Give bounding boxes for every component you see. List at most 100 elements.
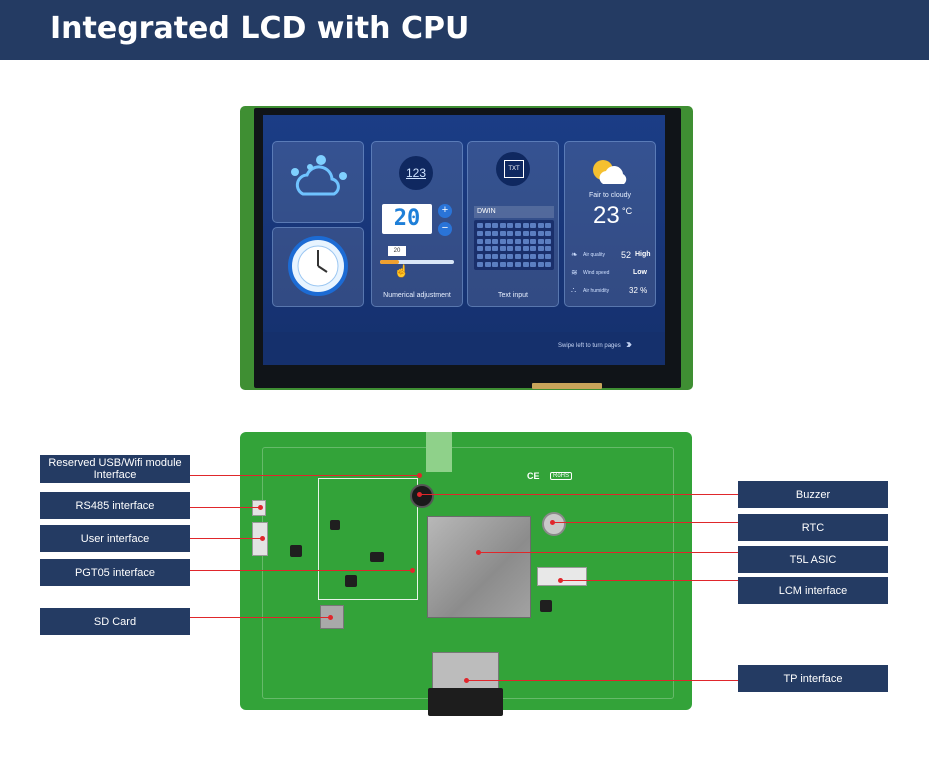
decrement-button[interactable]: − — [438, 222, 452, 236]
keyboard-key[interactable] — [507, 223, 514, 228]
pgt05-callout: PGT05 interface — [40, 559, 190, 586]
keyboard-key[interactable] — [545, 254, 552, 260]
keyboard-key[interactable] — [515, 230, 521, 236]
pgt05-point — [410, 568, 415, 573]
keyboard-key[interactable] — [507, 262, 514, 267]
buzzer-callout: Buzzer — [738, 481, 888, 508]
keyboard-key[interactable] — [507, 254, 514, 260]
screen-footer — [263, 332, 665, 365]
keyboard-key[interactable] — [545, 223, 552, 228]
txt-badge: TXT — [504, 160, 524, 178]
keyboard-key[interactable] — [499, 230, 506, 236]
keyboard-key[interactable] — [530, 254, 537, 260]
keyboard-key[interactable] — [515, 246, 521, 252]
keyboard-key[interactable] — [530, 230, 537, 236]
keyboard-key[interactable] — [484, 262, 491, 267]
keyboard-key[interactable] — [530, 238, 537, 244]
sd-card-point — [328, 615, 333, 620]
rtc-point — [550, 520, 555, 525]
keyboard-key[interactable] — [522, 223, 529, 228]
keyboard-key[interactable] — [515, 254, 521, 260]
text-input-tile: TXT DWIN Text input — [467, 141, 559, 307]
keyboard-key[interactable] — [537, 223, 544, 228]
keyboard-key[interactable] — [499, 246, 506, 252]
keyboard-key[interactable] — [537, 254, 544, 260]
keyboard-key[interactable] — [545, 246, 552, 252]
usb-wifi-callout: Reserved USB/Wifi module Interface — [40, 455, 190, 483]
keyboard-key[interactable] — [530, 262, 537, 267]
on-screen-keyboard[interactable] — [474, 220, 554, 270]
keyboard-key[interactable] — [492, 238, 499, 244]
wind-icon: ≋ — [571, 268, 578, 277]
keyboard-key[interactable] — [492, 223, 499, 228]
keyboard-key[interactable] — [477, 230, 483, 236]
air-humidity-value: 32 % — [629, 286, 648, 295]
lcm-interface-callout: LCM interface — [738, 577, 888, 604]
tp-flex-cable — [428, 688, 503, 716]
temperature-value: 23 — [593, 202, 620, 229]
keyboard-key[interactable] — [499, 254, 506, 260]
slider-value-label: 20 — [388, 246, 406, 256]
keyboard-key[interactable] — [492, 246, 499, 252]
buzzer-point — [417, 492, 422, 497]
keyboard-key[interactable] — [522, 246, 529, 252]
keyboard-key[interactable] — [507, 230, 514, 236]
keyboard-key[interactable] — [522, 230, 529, 236]
keyboard-key[interactable] — [515, 262, 521, 267]
keyboard-key[interactable] — [522, 262, 529, 267]
keyboard-key[interactable] — [515, 223, 521, 228]
lcd-screen: 123 20 + − 20 ☝ Numerical adjustment TXT… — [263, 115, 665, 365]
adjustment-slider[interactable] — [380, 260, 454, 264]
keyboard-key[interactable] — [507, 246, 514, 252]
keyboard-key[interactable] — [515, 238, 521, 244]
keyboard-key[interactable] — [477, 254, 483, 260]
increment-button[interactable]: + — [438, 204, 452, 218]
keyboard-key[interactable] — [507, 238, 514, 244]
page-title: Integrated LCD with CPU — [50, 11, 470, 46]
power-section-outline — [318, 478, 418, 600]
keyboard-key[interactable] — [484, 238, 491, 244]
keyboard-key[interactable] — [537, 230, 544, 236]
weather-tile: Fair to cloudy 23 °C ❧ Air quality 52 Hi… — [564, 141, 656, 307]
air-quality-row: ❧ Air quality 52 High — [571, 250, 651, 262]
numeric-value-display: 20 — [382, 204, 432, 234]
keyboard-key[interactable] — [492, 230, 499, 236]
pgt05-leader — [190, 570, 412, 571]
keyboard-key[interactable] — [537, 262, 544, 267]
keyboard-key[interactable] — [484, 230, 491, 236]
keyboard-key[interactable] — [484, 246, 491, 252]
air-humidity-label: Air humidity — [583, 288, 610, 294]
text-input-field[interactable]: DWIN — [474, 206, 554, 218]
keyboard-key[interactable] — [492, 254, 499, 260]
air-humidity-row: ∴ Air humidity 32 % — [571, 286, 651, 298]
keyboard-key[interactable] — [492, 262, 499, 267]
keyboard-key[interactable] — [499, 223, 506, 228]
sd-card-callout: SD Card — [40, 608, 190, 635]
double-chevron-right-icon[interactable]: ››› — [626, 337, 632, 351]
keyboard-key[interactable] — [545, 262, 552, 267]
t5l-asic-callout: T5L ASIC — [738, 546, 888, 573]
keyboard-key[interactable] — [537, 246, 544, 252]
keyboard-key[interactable] — [530, 223, 537, 228]
keyboard-key[interactable] — [484, 254, 491, 260]
tp-connector — [432, 652, 499, 690]
keyboard-key[interactable] — [537, 238, 544, 244]
usb-wifi-leader — [190, 475, 420, 476]
keyboard-key[interactable] — [477, 262, 483, 267]
keyboard-key[interactable] — [545, 238, 552, 244]
keyboard-key[interactable] — [477, 223, 483, 228]
keyboard-key[interactable] — [530, 246, 537, 252]
keyboard-key[interactable] — [477, 238, 483, 244]
keyboard-key[interactable] — [477, 246, 483, 252]
keyboard-key[interactable] — [484, 223, 491, 228]
keyboard-key[interactable] — [522, 238, 529, 244]
tp-interface-callout: TP interface — [738, 665, 888, 692]
rohs-mark: RoHS — [550, 472, 573, 480]
keyboard-key[interactable] — [545, 230, 552, 236]
txt-file-icon: TXT — [496, 152, 530, 186]
keyboard-key[interactable] — [499, 238, 506, 244]
numerical-adjustment-tile: 123 20 + − 20 ☝ Numerical adjustment — [371, 141, 463, 307]
keyboard-key[interactable] — [522, 254, 529, 260]
keyboard-key[interactable] — [499, 262, 506, 267]
wind-speed-value: Low — [633, 269, 647, 276]
